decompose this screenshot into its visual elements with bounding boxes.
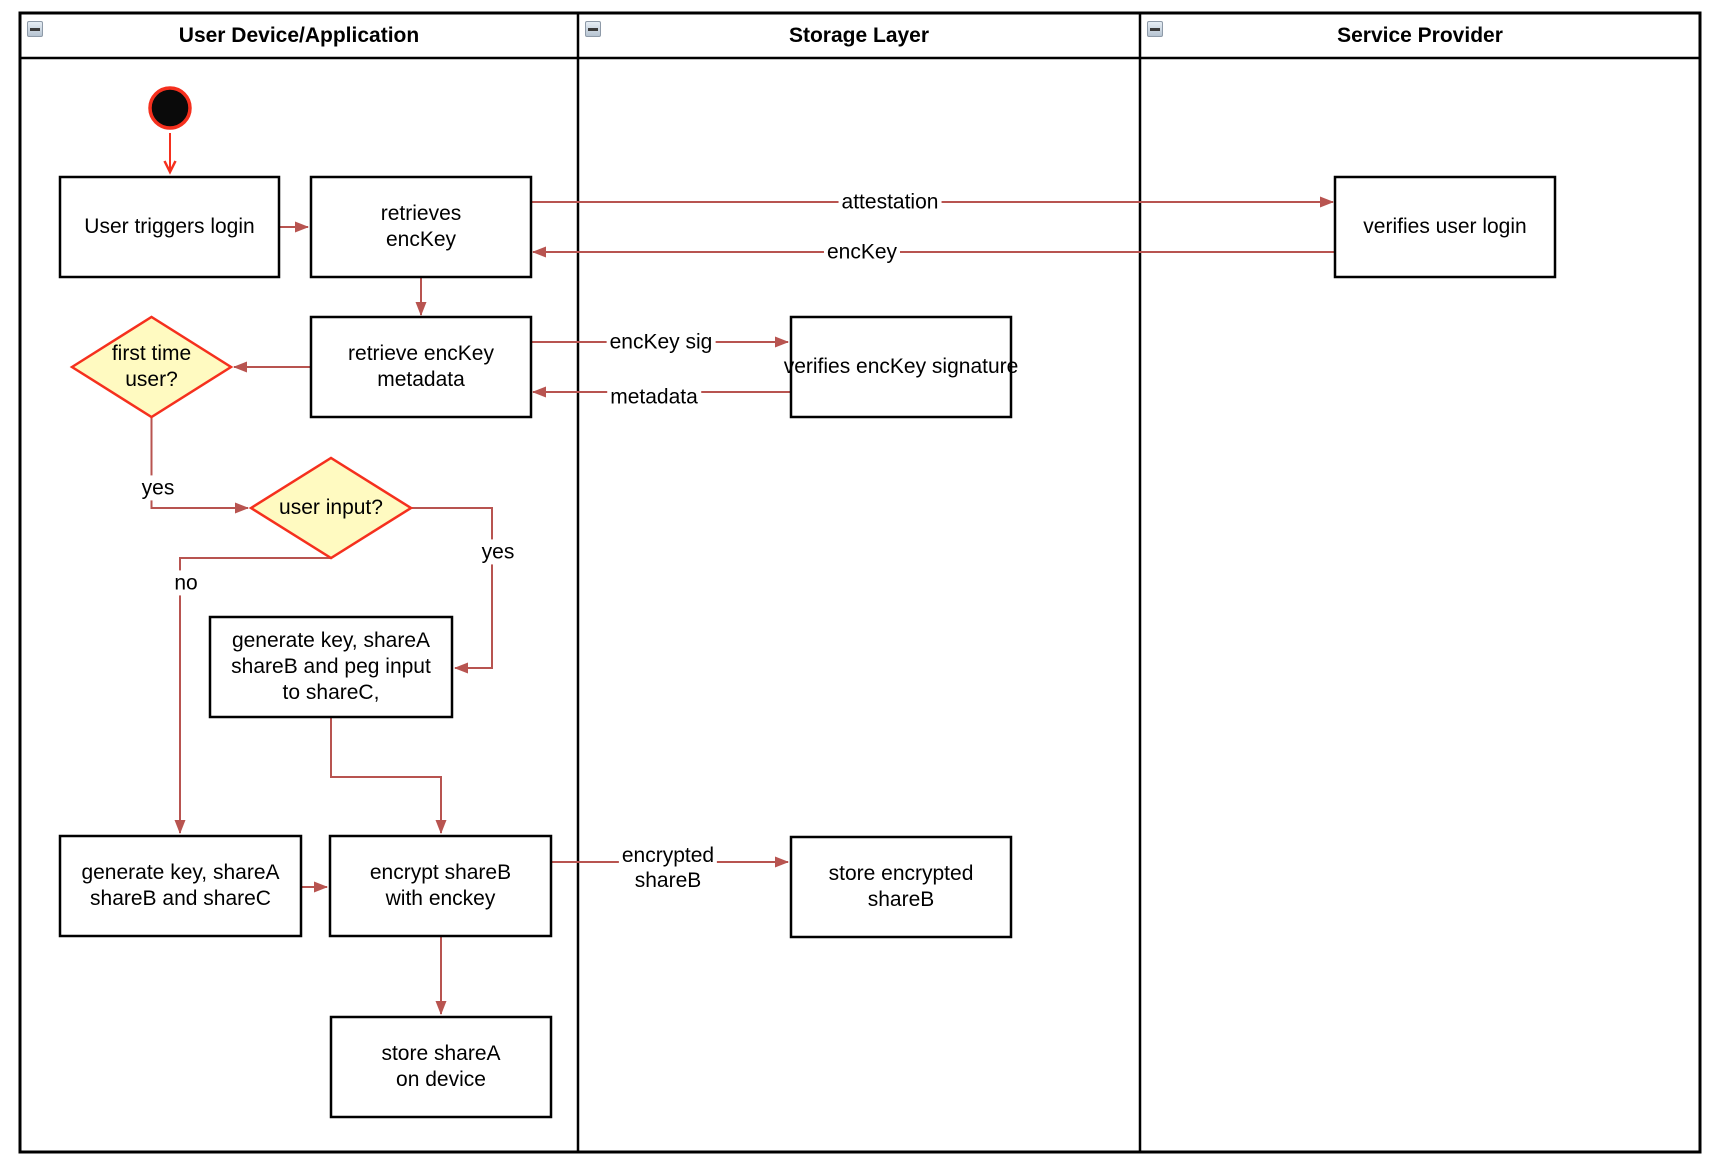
edge-user-input-no-label[interactable]: no: [171, 570, 201, 596]
edge-attestation-label[interactable]: attestation: [838, 189, 942, 215]
edge-encrypted-shareb-label[interactable]: encrypted shareB: [618, 842, 718, 894]
node-user-triggers-login[interactable]: [58, 175, 281, 279]
node-store-sharea[interactable]: [329, 1015, 553, 1119]
node-verifies-user-login-label[interactable]: verifies user login: [1363, 214, 1527, 238]
node-user-triggers-login-label[interactable]: User triggers login: [84, 214, 255, 238]
node-store-sharea-label[interactable]: store shareA on device: [381, 1041, 501, 1091]
node-generate-key-peg-input-label[interactable]: generate key, shareA shareB and peg inpu…: [231, 628, 431, 705]
collapse-minus-icon[interactable]: [1147, 21, 1163, 37]
node-generate-key-peg-input[interactable]: [208, 615, 454, 719]
edge-first-time-yes[interactable]: [150, 417, 249, 514]
edge-first-time-yes-label[interactable]: yes: [138, 475, 178, 501]
collapse-minus-icon[interactable]: [585, 21, 601, 37]
node-encrypt-shareb-label[interactable]: encrypt shareB with enckey: [369, 860, 512, 910]
node-generate-key-sharec-label[interactable]: generate key, shareA shareB and shareC: [81, 860, 280, 910]
minus-glyph: [1150, 27, 1160, 31]
decision-first-time-user-label[interactable]: first time user?: [111, 341, 192, 391]
minus-glyph: [588, 27, 598, 31]
decision-user-input-label[interactable]: user input?: [279, 495, 383, 519]
edge-enckey-label[interactable]: encKey: [823, 239, 901, 265]
start-node[interactable]: [148, 86, 192, 130]
node-retrieves-enckey-label[interactable]: retrieves encKey: [380, 201, 462, 251]
node-verifies-user-login[interactable]: [1333, 175, 1557, 279]
node-retrieves-enckey[interactable]: [309, 175, 533, 279]
edge-enckey-sig-label[interactable]: encKey sig: [606, 329, 716, 355]
node-verifies-enckey-signature-label[interactable]: verifies encKey signature: [783, 354, 1019, 378]
node-encrypt-shareb[interactable]: [328, 834, 553, 938]
node-retrieve-enckey-metadata-label[interactable]: retrieve encKey metadata: [348, 341, 494, 391]
edge-peg-input-to-encrypt[interactable]: [330, 717, 447, 834]
lane-title-user-device[interactable]: User Device/Application: [178, 23, 420, 47]
edge-user-input-yes-label[interactable]: yes: [478, 539, 518, 565]
lane-title-storage-layer[interactable]: Storage Layer: [788, 23, 930, 47]
edge-user-input-yes[interactable]: [411, 507, 493, 674]
node-verifies-enckey-signature[interactable]: [789, 315, 1013, 419]
node-retrieve-enckey-metadata[interactable]: [309, 315, 533, 419]
node-generate-key-sharec[interactable]: [58, 834, 303, 938]
edge-metadata-label[interactable]: metadata: [607, 384, 701, 410]
node-store-encrypted-shareb[interactable]: [789, 835, 1013, 939]
node-store-encrypted-shareb-label[interactable]: store encrypted shareB: [828, 861, 974, 911]
collapse-minus-icon[interactable]: [27, 21, 43, 37]
decision-first-time-user[interactable]: [69, 315, 234, 419]
lane-title-service-provider[interactable]: Service Provider: [1337, 23, 1503, 47]
swimlane-pool-border: [18, 11, 1702, 1154]
decision-user-input[interactable]: [248, 456, 414, 560]
edge-user-input-no[interactable]: [174, 557, 331, 834]
minus-glyph: [30, 27, 40, 31]
